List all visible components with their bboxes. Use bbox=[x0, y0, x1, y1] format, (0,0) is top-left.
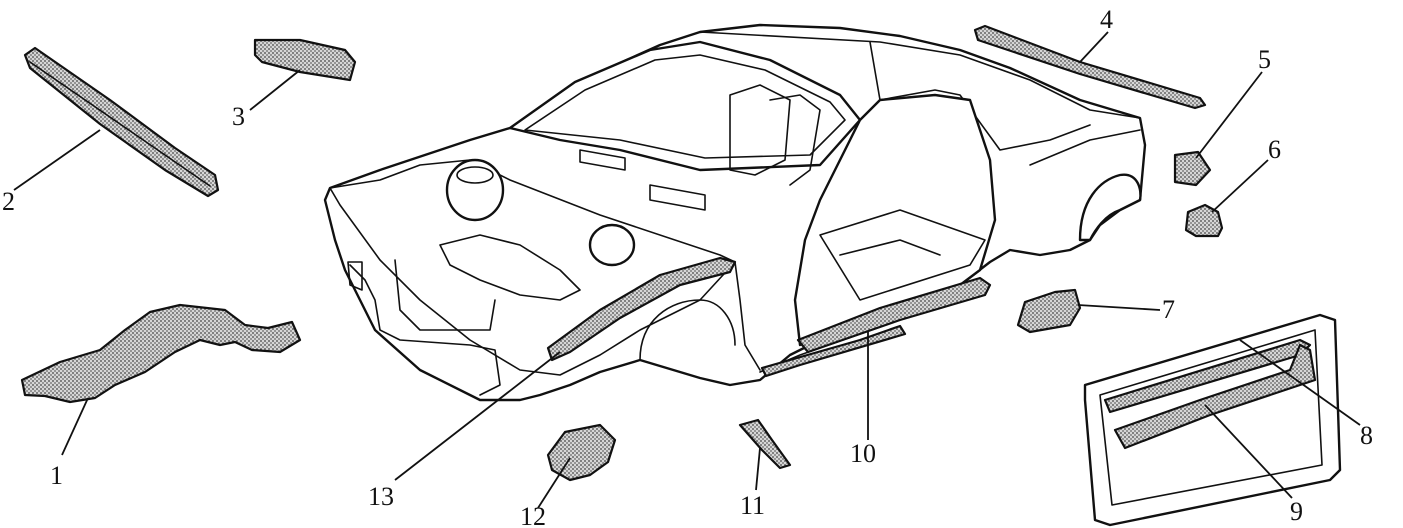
door-assembly bbox=[1083, 313, 1342, 527]
callout-3: 3 bbox=[232, 102, 245, 131]
callout-8: 8 bbox=[1360, 421, 1373, 450]
leader-2 bbox=[13, 129, 101, 191]
part-10-rocker-panel bbox=[796, 276, 992, 354]
door-opening bbox=[793, 93, 997, 347]
part-12-mount-bracket bbox=[546, 423, 617, 482]
rear-wheel-arch bbox=[1078, 173, 1142, 242]
leader-13 bbox=[394, 351, 561, 481]
front-wheel-arch bbox=[639, 299, 736, 361]
leader-7 bbox=[1077, 304, 1161, 311]
front-left-bracket bbox=[347, 261, 363, 291]
part-2-roof-side-rail bbox=[23, 46, 220, 198]
part-11-small-gusset bbox=[738, 418, 792, 470]
seat-back-left bbox=[729, 84, 791, 176]
leader-9 bbox=[1204, 404, 1293, 499]
part-1-front-inner-fender bbox=[20, 303, 302, 404]
leader-5 bbox=[1195, 71, 1263, 159]
callout-13: 13 bbox=[368, 482, 394, 511]
callout-1: 1 bbox=[50, 461, 63, 490]
front-floor-contour bbox=[439, 234, 581, 301]
roof-line bbox=[699, 31, 1141, 119]
leader-3 bbox=[249, 69, 301, 111]
part-10-lower-strip bbox=[760, 324, 907, 378]
door-inner-frame bbox=[1099, 329, 1323, 506]
interior-tunnel bbox=[839, 239, 941, 256]
car-body-shell bbox=[323, 23, 1147, 402]
front-crossmember bbox=[349, 264, 501, 396]
front-seat-bump bbox=[588, 223, 636, 267]
leader-1 bbox=[61, 397, 89, 456]
a-pillar bbox=[734, 261, 761, 371]
seat-back-right bbox=[769, 94, 821, 186]
strut-tower bbox=[445, 158, 505, 222]
part-7-quarter-brace bbox=[1016, 288, 1082, 334]
cowl-vent-left bbox=[579, 149, 626, 171]
callout-10: 10 bbox=[850, 439, 876, 468]
part-3-bracket bbox=[253, 38, 357, 82]
callout-6: 6 bbox=[1268, 135, 1281, 164]
part-13-front-side-member bbox=[546, 256, 737, 362]
leader-11 bbox=[755, 447, 761, 491]
part-5-rear-bracket bbox=[1173, 150, 1212, 187]
leader-12 bbox=[537, 457, 571, 509]
callout-4: 4 bbox=[1100, 5, 1113, 34]
door-outer-frame bbox=[1083, 313, 1342, 527]
front-compartment-edge bbox=[329, 159, 736, 376]
part-6-small-brace bbox=[1184, 203, 1224, 238]
part-9-door-reinforcement bbox=[1113, 343, 1317, 450]
leader-4 bbox=[1079, 31, 1109, 63]
part-2-edge bbox=[29, 61, 211, 187]
callout-11: 11 bbox=[740, 491, 765, 520]
cowl-vent-right bbox=[649, 184, 706, 211]
leader-lines bbox=[13, 31, 1361, 509]
callout-2: 2 bbox=[2, 187, 15, 216]
callout-numbers: 1 2 3 4 5 6 7 8 9 10 11 12 13 bbox=[2, 5, 1373, 528]
callout-12: 12 bbox=[520, 502, 546, 528]
callout-9: 9 bbox=[1290, 497, 1303, 526]
leader-6 bbox=[1211, 159, 1269, 213]
callout-7: 7 bbox=[1162, 295, 1175, 324]
front-box-member bbox=[394, 259, 496, 331]
door-floor bbox=[819, 209, 986, 301]
rear-quarter-line bbox=[1029, 129, 1141, 166]
part-4-rear-roof-rail bbox=[973, 24, 1207, 110]
strut-tower-top bbox=[456, 166, 494, 184]
leader-8 bbox=[1239, 339, 1361, 426]
windshield-inner bbox=[524, 54, 846, 159]
callout-5: 5 bbox=[1258, 45, 1271, 74]
